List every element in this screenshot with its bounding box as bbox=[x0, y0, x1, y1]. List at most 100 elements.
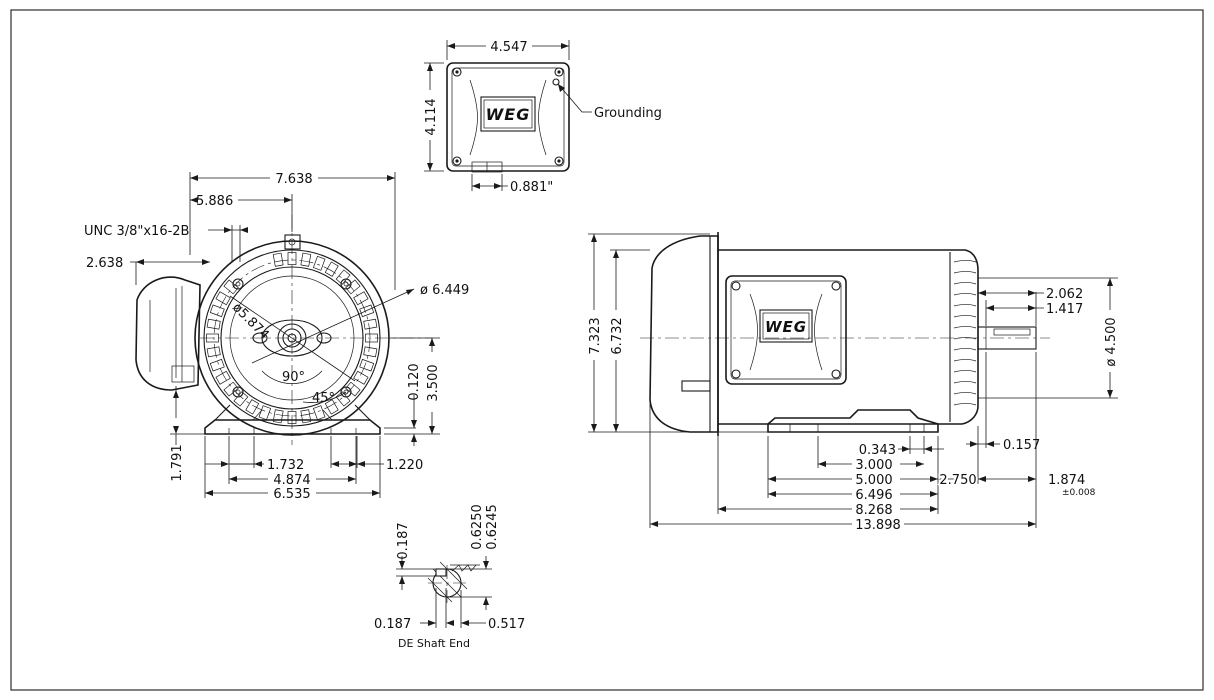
weg-logo: WEG bbox=[480, 96, 536, 132]
end-shield-fin bbox=[953, 271, 977, 274]
dim-shaft-0517: 0.517 bbox=[488, 617, 525, 632]
end-shield-fin bbox=[953, 381, 977, 384]
front-terminal-box bbox=[135, 276, 201, 391]
flange-bolt bbox=[340, 278, 352, 290]
terminal-box-screw bbox=[554, 67, 564, 77]
dim-shaft-0187-width: 0.187 bbox=[374, 617, 411, 632]
grounding-label: Grounding bbox=[594, 106, 662, 121]
end-shield-fins bbox=[953, 260, 977, 406]
cooling-fin bbox=[312, 405, 326, 421]
svg-text:WEG: WEG bbox=[486, 105, 531, 124]
dim-phi-4500: ø 4.500 bbox=[1104, 317, 1119, 366]
dim-3500: 3.500 bbox=[426, 364, 441, 401]
dim-5000: 5.000 bbox=[855, 473, 892, 488]
dim-5886: 5.886 bbox=[196, 194, 233, 209]
end-shield-fin bbox=[953, 348, 977, 351]
cooling-fin bbox=[272, 252, 284, 267]
cooling-fin bbox=[345, 279, 361, 295]
cooling-fin bbox=[335, 391, 351, 407]
end-shield-fin bbox=[953, 403, 977, 406]
dim-1417: 1.417 bbox=[1046, 302, 1083, 317]
dim-1874: 1.874 bbox=[1048, 473, 1085, 488]
svg-text:WEG: WEG bbox=[765, 318, 807, 336]
dim-6535: 6.535 bbox=[273, 487, 310, 502]
lifting-lug bbox=[284, 234, 301, 250]
cooling-fin bbox=[223, 381, 239, 397]
dim-8268: 8.268 bbox=[855, 503, 892, 518]
dim-0157: 0.157 bbox=[1003, 438, 1040, 453]
cooling-fin bbox=[363, 318, 378, 330]
dim-7638: 7.638 bbox=[275, 172, 312, 187]
end-shield-fin bbox=[953, 392, 977, 395]
cooling-fin bbox=[363, 346, 378, 358]
side-terminal-box: WEG bbox=[725, 275, 847, 385]
end-shield-fin bbox=[953, 293, 977, 296]
thread-spec: UNC 3/8"x16-2B bbox=[84, 224, 189, 239]
cooling-fin bbox=[324, 261, 339, 277]
fan-cover bbox=[649, 235, 719, 433]
dim-phi-5874: ø5.874 bbox=[229, 300, 272, 343]
angle-90: 90° bbox=[282, 370, 305, 385]
dim-7323: 7.323 bbox=[588, 317, 603, 354]
detail-caption: DE Shaft End bbox=[398, 637, 470, 650]
dim-2750: 2.750 bbox=[939, 473, 976, 488]
terminal-box-outline bbox=[446, 62, 570, 172]
terminal-box-view: WEG 4.547 4.114 Grounding 0.881" bbox=[424, 40, 662, 195]
dim-shaft-0187-key: 0.187 bbox=[396, 522, 411, 559]
cooling-fin bbox=[215, 370, 231, 385]
dim-13898: 13.898 bbox=[855, 518, 901, 533]
end-shield-fin bbox=[953, 315, 977, 318]
dim-2062: 2.062 bbox=[1046, 287, 1083, 302]
front-view: ø5.874 ø 6.449 90° 45° 7.638 5.886 UNC 3… bbox=[84, 172, 469, 502]
end-shield-fin bbox=[953, 282, 977, 285]
cooling-fin bbox=[223, 279, 239, 295]
dim-6732: 6.732 bbox=[610, 317, 625, 354]
cooling-fin bbox=[300, 252, 312, 267]
dim-1220: 1.220 bbox=[386, 458, 423, 473]
cooling-fin bbox=[206, 346, 221, 358]
drawing-border bbox=[10, 9, 1204, 691]
angle-45: 45° bbox=[312, 391, 335, 406]
flange-bolt bbox=[232, 278, 244, 290]
cooling-fin bbox=[272, 409, 284, 424]
side-view: WEG 7.323 6.732 2.062 1.417 bbox=[588, 232, 1119, 533]
side-foot bbox=[767, 409, 939, 433]
dim-4874: 4.874 bbox=[273, 473, 310, 488]
cooling-fin bbox=[335, 269, 351, 285]
cooling-fin bbox=[209, 304, 225, 318]
cooling-fin bbox=[353, 370, 369, 385]
cooling-fin bbox=[345, 381, 361, 397]
grounding-screw bbox=[552, 78, 560, 86]
dim-shaft-06250: 0.6250 bbox=[470, 504, 485, 550]
cooling-fin bbox=[233, 391, 249, 407]
dim-4547: 4.547 bbox=[490, 40, 527, 55]
dim-0120: 0.120 bbox=[407, 363, 422, 400]
cooling-fin bbox=[353, 291, 369, 306]
dim-phi-6449: ø 6.449 bbox=[420, 283, 469, 298]
end-shield-fin bbox=[953, 337, 977, 340]
dim-shaft-06245: 0.6245 bbox=[485, 504, 500, 550]
terminal-box-screw bbox=[452, 67, 462, 77]
dim-6496: 6.496 bbox=[855, 488, 892, 503]
end-shield-fin bbox=[953, 370, 977, 373]
cooling-fin bbox=[359, 358, 375, 372]
cooling-fin bbox=[215, 291, 231, 306]
terminal-box-screw bbox=[452, 156, 462, 166]
flange-bolt bbox=[232, 386, 244, 398]
end-shield-fin bbox=[953, 359, 977, 362]
cooling-fins bbox=[206, 252, 378, 424]
dim-0343: 0.343 bbox=[859, 443, 896, 458]
cooling-fin bbox=[209, 358, 225, 372]
dim-1732: 1.732 bbox=[267, 458, 304, 473]
dim-0881: 0.881" bbox=[510, 180, 553, 195]
terminal-box-screw bbox=[554, 156, 564, 166]
cooling-fin bbox=[206, 318, 221, 330]
flange-bolt bbox=[340, 386, 352, 398]
end-shield-fin bbox=[953, 326, 977, 329]
cooling-fin bbox=[245, 399, 260, 415]
dim-4114: 4.114 bbox=[424, 98, 439, 135]
shaft-end-detail: 0.187 0.6250 0.6245 0.187 0.517 DE Shaft… bbox=[374, 504, 525, 650]
dim-2638: 2.638 bbox=[86, 256, 123, 271]
dim-1791: 1.791 bbox=[170, 444, 185, 481]
cooling-fin bbox=[312, 255, 326, 271]
